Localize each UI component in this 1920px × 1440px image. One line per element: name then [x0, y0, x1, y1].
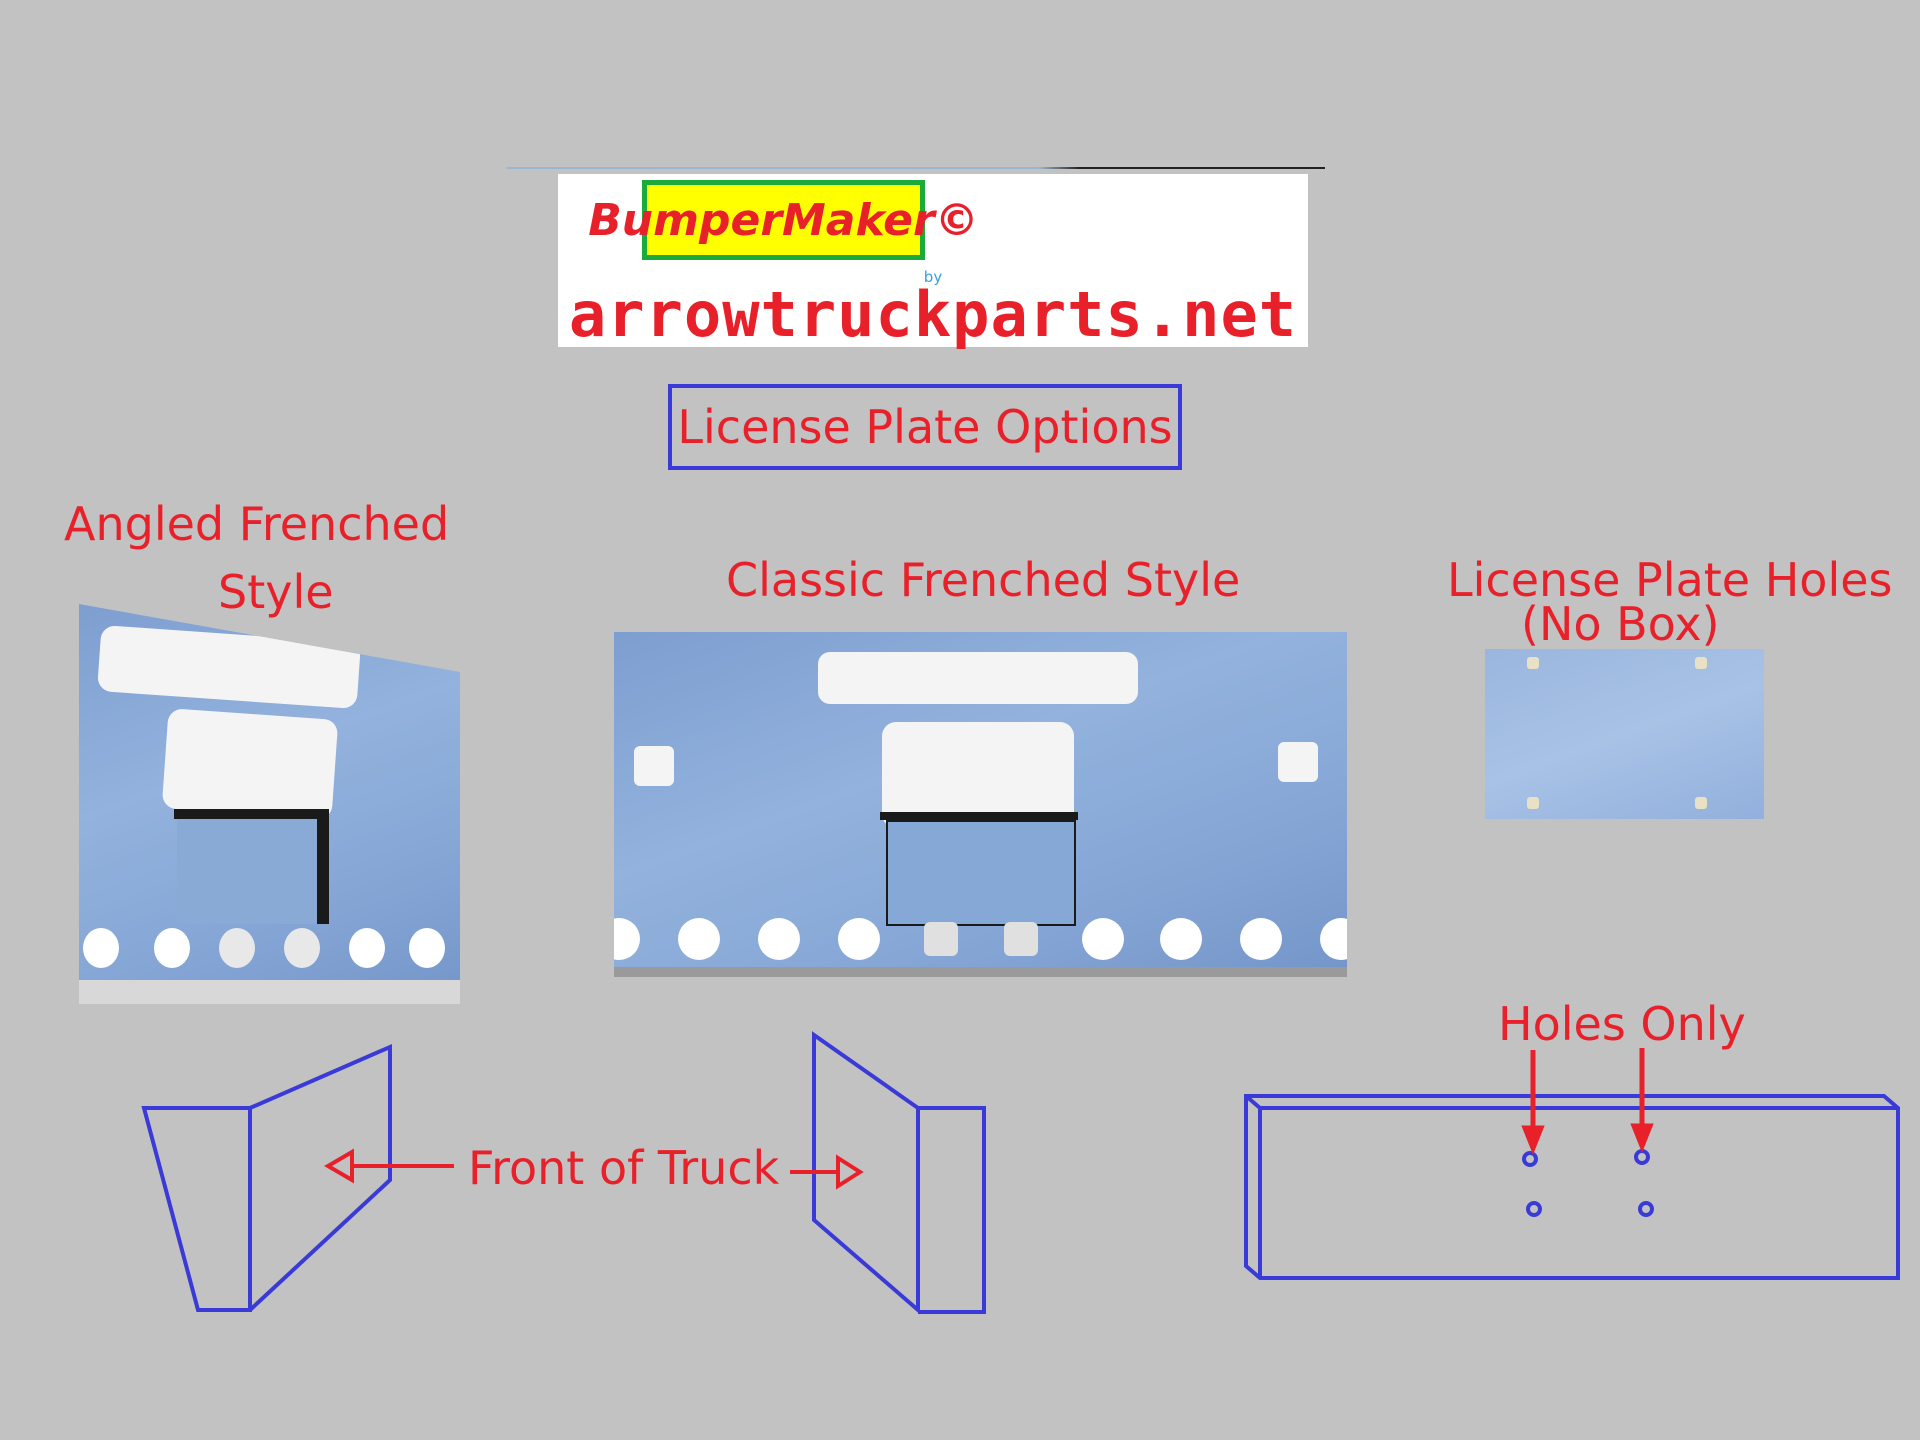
- bumper-hole: [1004, 922, 1038, 956]
- marker-slot: [634, 746, 674, 786]
- holes-only-drawing: [1244, 1094, 1900, 1280]
- brand-badge: BumperMaker©: [588, 180, 979, 260]
- bumper-hole: [924, 922, 958, 956]
- plate-recess-top: [882, 722, 1074, 828]
- recess-frame-side: [317, 809, 329, 924]
- angled-label-line1: Angled Frenched: [64, 497, 450, 551]
- plate-stud: [1695, 797, 1707, 809]
- classic-frenched-photo: [614, 632, 1347, 977]
- plate-recess-box: [177, 819, 317, 924]
- plate-stud: [1695, 657, 1707, 669]
- bumper-hole: [1082, 918, 1124, 960]
- bumper-hole: [284, 928, 320, 968]
- bumper-hole: [1240, 918, 1282, 960]
- brand-by-text: by: [923, 268, 943, 286]
- logo-rule: [507, 167, 1325, 169]
- page-title-box: License Plate Options: [668, 384, 1182, 470]
- bumper-hole: [349, 928, 385, 968]
- angled-profile-drawing: [141, 1043, 392, 1312]
- bumpermaker-logo: BumperMaker© by arrowtruckparts.net: [558, 174, 1308, 351]
- holes-only-label: Holes Only: [1498, 997, 1746, 1051]
- bumper-edge: [614, 967, 1347, 977]
- brand-name: BumperMaker©: [588, 194, 979, 246]
- brand-domain: arrowtruckparts.net: [568, 278, 1298, 351]
- recess-frame: [880, 812, 1078, 820]
- bumper-hole: [1160, 918, 1202, 960]
- front-arrows: [324, 1148, 864, 1190]
- holes-label-line1: License Plate Holes: [1447, 553, 1893, 607]
- light-slot: [818, 652, 1138, 704]
- plate-stud: [1527, 657, 1539, 669]
- holes-label-line2: (No Box): [1521, 597, 1720, 651]
- bumper-hole: [1320, 918, 1347, 960]
- license-plate-holes-photo: [1485, 649, 1764, 819]
- angled-frenched-photo: [79, 604, 460, 1004]
- bumper-edge: [79, 980, 460, 1004]
- arrow-left-head: [324, 1148, 354, 1184]
- angled-label-line2: Style: [218, 565, 334, 619]
- page-title: License Plate Options: [677, 399, 1173, 454]
- bumper-hole: [758, 918, 800, 960]
- bumper-hole: [409, 928, 445, 968]
- plate-stud: [1527, 797, 1539, 809]
- bumper-hole: [678, 918, 720, 960]
- arrow-right-head: [836, 1154, 864, 1190]
- marker-slot: [1278, 742, 1318, 782]
- plate-recess-box: [886, 820, 1076, 926]
- holes-only-arrows: [1521, 1048, 1654, 1155]
- recess-frame: [174, 809, 324, 819]
- front-of-truck-label: Front of Truck: [468, 1141, 780, 1195]
- bumper-hole: [83, 928, 119, 968]
- classic-profile-drawing: [812, 1031, 986, 1315]
- bumper-hole: [219, 928, 255, 968]
- bumper-hole: [838, 918, 880, 960]
- bumper-hole: [154, 928, 190, 968]
- classic-label: Classic Frenched Style: [726, 553, 1241, 607]
